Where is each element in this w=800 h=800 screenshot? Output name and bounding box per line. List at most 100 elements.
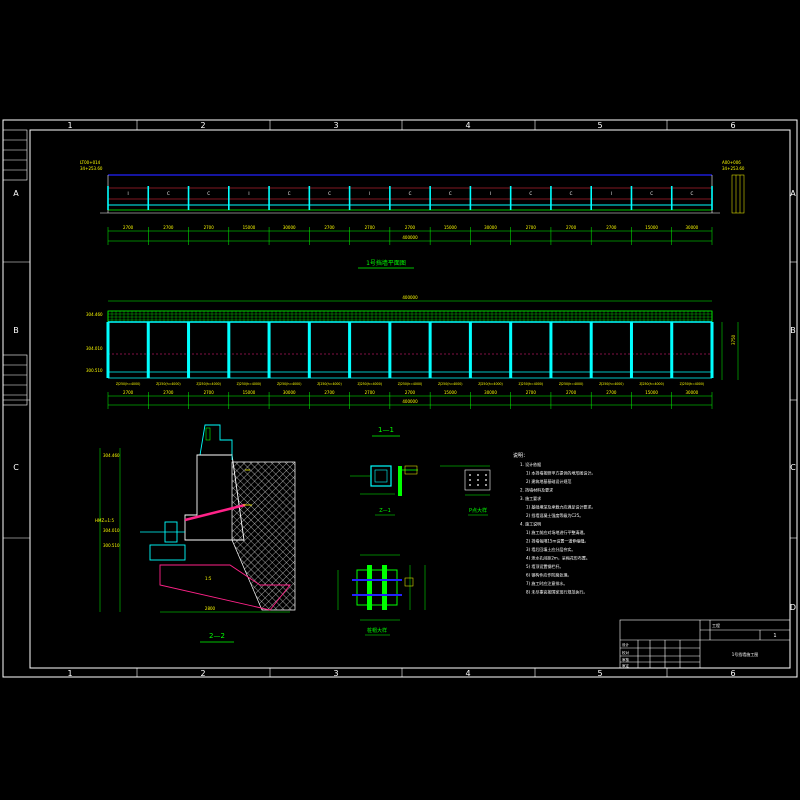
- sec2-elev-2: HMZ=1:5: [95, 518, 114, 523]
- title-block-project: 工程: [712, 622, 720, 628]
- title-block-row: 审定: [622, 663, 630, 668]
- plan-bay-dim: 2700: [405, 225, 416, 230]
- plan-bay-mark: C: [690, 191, 693, 196]
- plan-bay-dim: 2700: [365, 225, 376, 230]
- section-pile-label: ZJ250(h=4000): [237, 382, 262, 386]
- plan-bay-mark: C: [207, 191, 210, 196]
- plan-right-elev-1: A00+006: [722, 160, 741, 165]
- plan-bay-mark: I: [611, 191, 612, 196]
- detail-pile-cap: 桩帽大样: [337, 554, 426, 636]
- note-line: 2) 建筑地基基础设计规范: [526, 478, 571, 484]
- section-pier: [670, 322, 674, 378]
- detail-pile-cap-title: 桩帽大样: [367, 627, 387, 634]
- plan-bay-dim: 2700: [606, 225, 617, 230]
- section-pile-label: ZJ250(h=4000): [357, 382, 382, 386]
- notes-heading: 说明：: [513, 452, 528, 459]
- plan-bay-dim: 15000: [444, 225, 457, 230]
- plan-bay-dim: 15000: [645, 225, 658, 230]
- plan-bay-dim: 2700: [163, 225, 174, 230]
- col-num: 6: [730, 121, 735, 130]
- binding-strip: [2, 129, 28, 406]
- col-num: 4: [465, 121, 470, 130]
- section-bay-dim: 15000: [243, 390, 256, 395]
- section-piers: [106, 322, 714, 409]
- plan-right-elev-2: 34+253.60: [722, 166, 745, 171]
- plan-bay-mark: I: [128, 191, 129, 196]
- sec2-elev-4: 300.510: [103, 543, 120, 548]
- column-numbers-top: 1 2 3 4 5 6: [67, 121, 735, 130]
- section-pier: [106, 322, 110, 378]
- sec1-elev-top: 304.460: [86, 312, 103, 317]
- note-line: 1) 基础埋深及承载力应满足设计要求。: [526, 504, 595, 510]
- section-pile-label: ZJ250(h=4000): [398, 382, 423, 386]
- section-bay-dim: 2700: [566, 390, 577, 395]
- plan-bay-mark: I: [490, 191, 491, 196]
- note-line: 3) 墙后回填土应分层夯实。: [526, 546, 575, 552]
- plan-bay-mark: I: [248, 191, 249, 196]
- col-num: 2: [200, 669, 205, 678]
- section-pier: [227, 322, 231, 378]
- section-bay-dim: 15000: [444, 390, 457, 395]
- section-pier: [629, 322, 633, 378]
- note-line: 2) 挡墙混凝土强度等级为C25。: [526, 512, 583, 518]
- section-pier: [428, 322, 432, 378]
- section-pier: [509, 322, 513, 378]
- section-2-2: 304.460 HMZ=1:5 304.010 300.510 2800 1:5…: [95, 424, 296, 643]
- section-pile-label: ZJ250(h=4000): [317, 382, 342, 386]
- detail-p-title: P点大样: [469, 507, 487, 514]
- plan-bay-mark: C: [167, 191, 170, 196]
- section-pile-label: ZJ250(h=4000): [438, 382, 463, 386]
- railing-mesh: [107, 311, 713, 322]
- plan-posts: [107, 186, 713, 245]
- plan-bay-dim: 2700: [324, 225, 335, 230]
- plan-dimensions: 2700 2700 2700 15000 30000 2700 2700 2700 15000 3…: [123, 225, 699, 230]
- note-line: 2. 挡墙材料及要求: [520, 487, 553, 493]
- plan-bay-dim: 2700: [123, 225, 134, 230]
- section-bay-dim: 30000: [283, 390, 296, 395]
- note-line: 4) 泄水孔间距2m，呈梅花形布置。: [526, 555, 590, 561]
- plan-total-dim: 400000: [402, 235, 418, 240]
- section-pier: [549, 322, 553, 378]
- row-letter: A: [13, 189, 19, 198]
- sec1-total-dim: 400000: [402, 399, 418, 404]
- section-bay-dim: 2700: [526, 390, 537, 395]
- section-pile-label: ZJ250(h=4000): [559, 382, 584, 386]
- note-line: 1) 施工前应对场地进行平整清理。: [526, 529, 587, 535]
- section-pile-label: ZJ250(h=4000): [156, 382, 181, 386]
- title-block-row: 审核: [622, 657, 630, 662]
- section-pile-labels: ZJ250(h=4000) ZJ250(h=4000) ZJ250(h=4000) Z…: [116, 382, 704, 386]
- row-letter: B: [790, 326, 796, 335]
- section-pier: [589, 322, 593, 378]
- row-letter: B: [13, 326, 19, 335]
- detail-z1-title: Z—1: [379, 508, 391, 514]
- plan-bay-dim: 2700: [566, 225, 577, 230]
- note-line: 5) 墙顶设置钢栏杆。: [526, 563, 563, 569]
- section-pile-label: ZJ250(h=4000): [639, 382, 664, 386]
- section-pier: [146, 322, 150, 378]
- note-line: 1. 设计依据: [520, 461, 541, 467]
- section-bay-dim: 2700: [365, 390, 376, 395]
- sec2-elev-3: 304.010: [103, 528, 120, 533]
- col-num: 4: [465, 669, 470, 678]
- plan-bay-mark: C: [328, 191, 331, 196]
- note-line: 6) 钢构件应作防腐处理。: [526, 572, 571, 578]
- plan-bay-dim: 30000: [283, 225, 296, 230]
- section-pile-label: ZJ250(h=4000): [599, 382, 624, 386]
- detail-p: P点大样: [440, 465, 491, 516]
- plan-bay-dim: 30000: [685, 225, 698, 230]
- plan-bay-mark: C: [570, 191, 573, 196]
- plan-left-elev-1: LT00+014: [80, 160, 101, 165]
- section-bay-dim: 2700: [204, 390, 215, 395]
- section-pile-label: ZJ250(h=4000): [277, 382, 302, 386]
- col-num: 1: [67, 669, 72, 678]
- title-block: [619, 619, 791, 669]
- sec1-elev-mid: 304.010: [86, 346, 103, 351]
- note-line: 3. 施工要求: [520, 495, 541, 501]
- col-num: 2: [200, 121, 205, 130]
- section-pier: [468, 322, 472, 378]
- title-block-row: 校对: [622, 650, 630, 655]
